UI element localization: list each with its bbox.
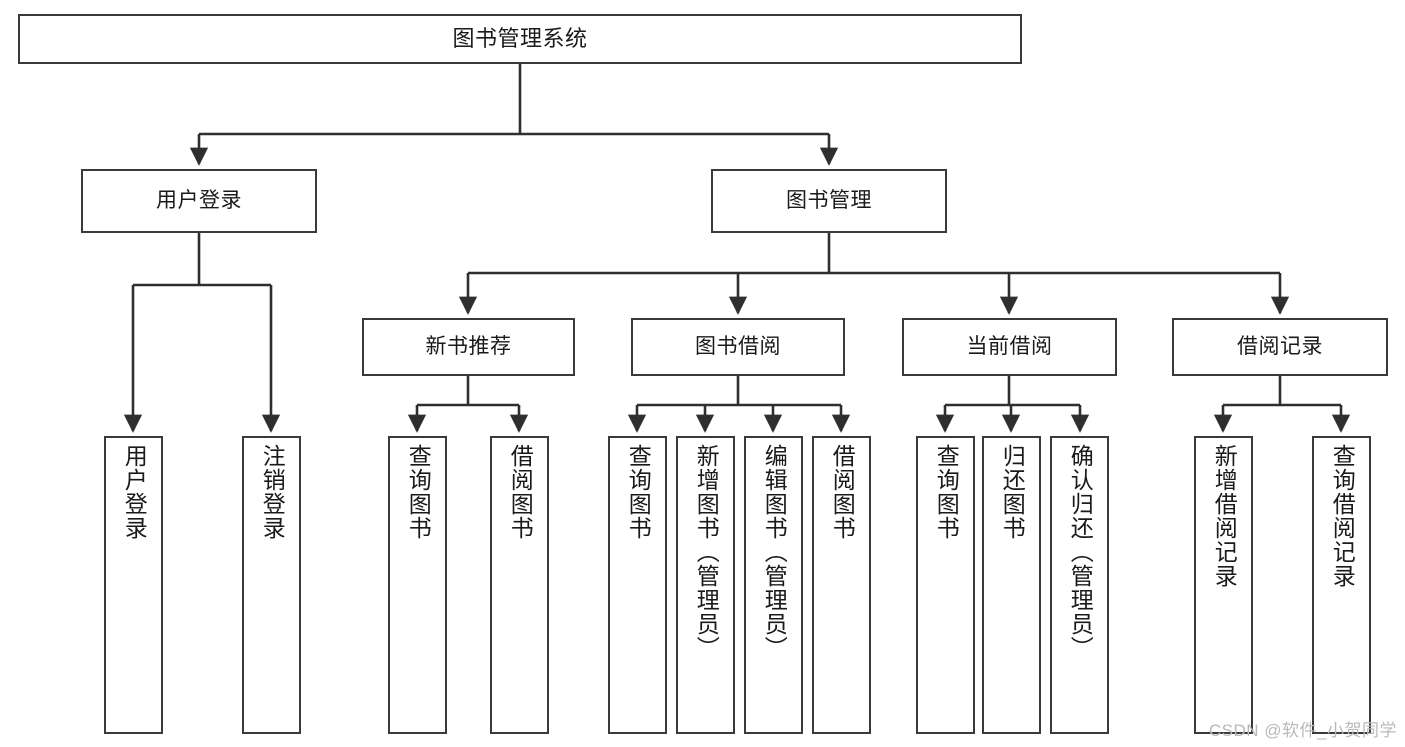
node-label: 注销登录 — [259, 444, 286, 540]
node-book-borrow[interactable]: 图书借阅 — [631, 318, 845, 376]
node-label: 查询图书 — [405, 444, 432, 540]
node-label: 编辑图书（管理员） — [761, 444, 788, 660]
node-current-borrow[interactable]: 当前借阅 — [902, 318, 1117, 376]
leaf-book-borrow-borrow[interactable]: 借阅图书 — [812, 436, 871, 734]
node-label: 确认归还（管理员） — [1067, 444, 1094, 660]
node-root-book-management-system[interactable]: 图书管理系统 — [18, 14, 1022, 64]
leaf-user-login-logout[interactable]: 注销登录 — [242, 436, 301, 734]
node-label: 用户登录 — [121, 444, 148, 540]
leaf-new-book-borrow[interactable]: 借阅图书 — [490, 436, 549, 734]
node-label: 查询借阅记录 — [1329, 444, 1356, 588]
leaf-borrow-record-query[interactable]: 查询借阅记录 — [1312, 436, 1371, 734]
node-label: 查询图书 — [625, 444, 652, 540]
node-label: 用户登录 — [156, 188, 242, 212]
node-new-book-recommend[interactable]: 新书推荐 — [362, 318, 575, 376]
node-label: 图书管理 — [786, 188, 872, 212]
node-label: 借阅图书 — [829, 444, 856, 540]
node-label: 图书管理系统 — [452, 26, 588, 52]
leaf-book-borrow-query[interactable]: 查询图书 — [608, 436, 667, 734]
leaf-book-borrow-edit-admin[interactable]: 编辑图书（管理员） — [744, 436, 803, 734]
node-label: 当前借阅 — [966, 334, 1053, 358]
node-label: 新增图书（管理员） — [693, 444, 720, 660]
leaf-current-borrow-query[interactable]: 查询图书 — [916, 436, 975, 734]
leaf-current-borrow-return[interactable]: 归还图书 — [982, 436, 1041, 734]
leaf-user-login-login[interactable]: 用户登录 — [104, 436, 163, 734]
node-user-login[interactable]: 用户登录 — [81, 169, 317, 233]
node-label: 新增借阅记录 — [1211, 444, 1238, 588]
node-label: 新书推荐 — [425, 334, 512, 358]
leaf-current-borrow-confirm-return-admin[interactable]: 确认归还（管理员） — [1050, 436, 1109, 734]
leaf-borrow-record-add[interactable]: 新增借阅记录 — [1194, 436, 1253, 734]
node-book-management[interactable]: 图书管理 — [711, 169, 947, 233]
node-label: 借阅图书 — [507, 444, 534, 540]
leaf-book-borrow-add-admin[interactable]: 新增图书（管理员） — [676, 436, 735, 734]
watermark-text: CSDN @软件_小贺同学 — [1208, 721, 1397, 740]
node-borrow-record[interactable]: 借阅记录 — [1172, 318, 1388, 376]
node-label: 借阅记录 — [1237, 334, 1323, 358]
node-label: 归还图书 — [999, 444, 1026, 540]
leaf-new-book-query[interactable]: 查询图书 — [388, 436, 447, 734]
node-label: 查询图书 — [933, 444, 960, 540]
node-label: 图书借阅 — [695, 334, 781, 358]
